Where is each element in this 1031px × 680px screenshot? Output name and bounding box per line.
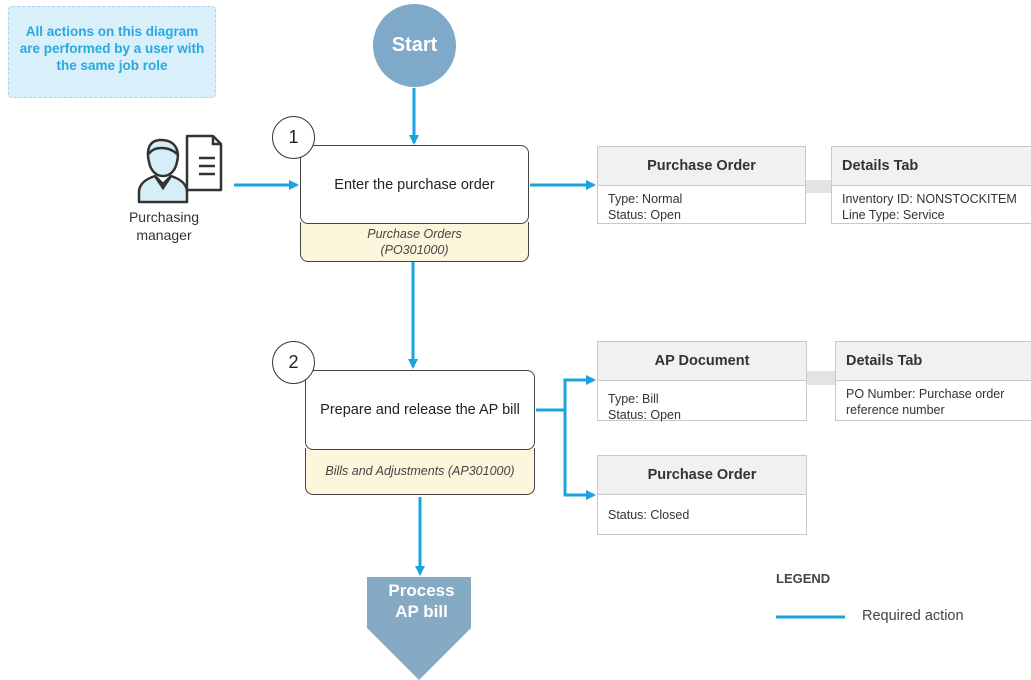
step-2-box[interactable]: Prepare and release the AP bill xyxy=(305,370,535,450)
job-role-note: All actions on this diagram are performe… xyxy=(8,6,216,98)
end-shape xyxy=(367,577,471,680)
ap-details-tab-card: Details Tab PO Number: Purchase order re… xyxy=(835,341,1031,421)
ap-document-card-title: AP Document xyxy=(598,342,806,381)
purchase-order-closed-card: Purchase Order Status: Closed xyxy=(597,455,807,535)
arrow-step2-to-po-closed xyxy=(563,410,596,500)
purchase-order-closed-title: Purchase Order xyxy=(598,456,806,495)
connector-po-to-details xyxy=(806,180,832,193)
purchase-order-card: Purchase Order Type: Normal Status: Open xyxy=(597,146,806,224)
process-ap-bill-node: Process AP bill xyxy=(380,580,463,622)
ap-details-line-1: PO Number: Purchase order xyxy=(846,387,1005,401)
step-2-number: 2 xyxy=(272,341,315,384)
process-ap-bill-line-1: Process xyxy=(388,581,455,600)
actor-label-line-1: Purchasing xyxy=(128,209,200,225)
purchase-order-closed-line-1: Status: Closed xyxy=(608,508,690,522)
note-line-2: are performed by a user with xyxy=(19,41,205,56)
ap-document-card-line-2: Status: Open xyxy=(608,408,681,422)
purchase-order-card-line-2: Status: Open xyxy=(608,208,681,222)
ap-document-card: AP Document Type: Bill Status: Open xyxy=(597,341,807,422)
step-2-form-line-1: Bills and Adjustments (AP301000) xyxy=(325,464,515,478)
po-details-tab-card: Details Tab Inventory ID: NONSTOCKITEM L… xyxy=(831,146,1031,224)
ap-details-tab-title: Details Tab xyxy=(836,342,1031,381)
step-2-form[interactable]: Bills and Adjustments (AP301000) xyxy=(305,448,535,495)
ap-details-line-2: reference number xyxy=(846,403,945,417)
process-ap-bill-line-2: AP bill xyxy=(395,602,448,621)
legend-required-action: Required action xyxy=(862,608,964,624)
step-1-form-line-1: Purchase Orders xyxy=(367,226,462,241)
note-line-3: the same job role xyxy=(56,58,168,73)
step-1-form-line-2: (PO301000) xyxy=(380,242,449,257)
arrow-step2-to-ap-card xyxy=(536,375,596,412)
actor-label-line-2: manager xyxy=(136,227,192,243)
legend-title: LEGEND xyxy=(776,571,831,586)
step-1-number: 1 xyxy=(272,116,315,159)
step-1-box[interactable]: Enter the purchase order xyxy=(300,145,529,224)
actor-label: Purchasing manager xyxy=(104,208,224,244)
ap-document-card-line-1: Type: Bill xyxy=(608,392,659,406)
step-2-title: Prepare and release the AP bill xyxy=(320,402,520,418)
step-1-form[interactable]: Purchase Orders (PO301000) xyxy=(300,222,529,262)
po-details-line-2: Line Type: Service xyxy=(842,208,945,222)
purchasing-manager-icon xyxy=(135,132,227,204)
po-details-line-1: Inventory ID: NONSTOCKITEM xyxy=(842,192,1017,206)
purchase-order-card-line-1: Type: Normal xyxy=(608,192,683,206)
po-details-tab-title: Details Tab xyxy=(832,147,1031,186)
connector-ap-to-details xyxy=(807,371,837,385)
note-line-1: All actions on this diagram xyxy=(25,24,199,39)
start-node: Start xyxy=(373,4,456,87)
purchase-order-card-title: Purchase Order xyxy=(598,147,805,186)
step-1-title: Enter the purchase order xyxy=(334,176,495,193)
